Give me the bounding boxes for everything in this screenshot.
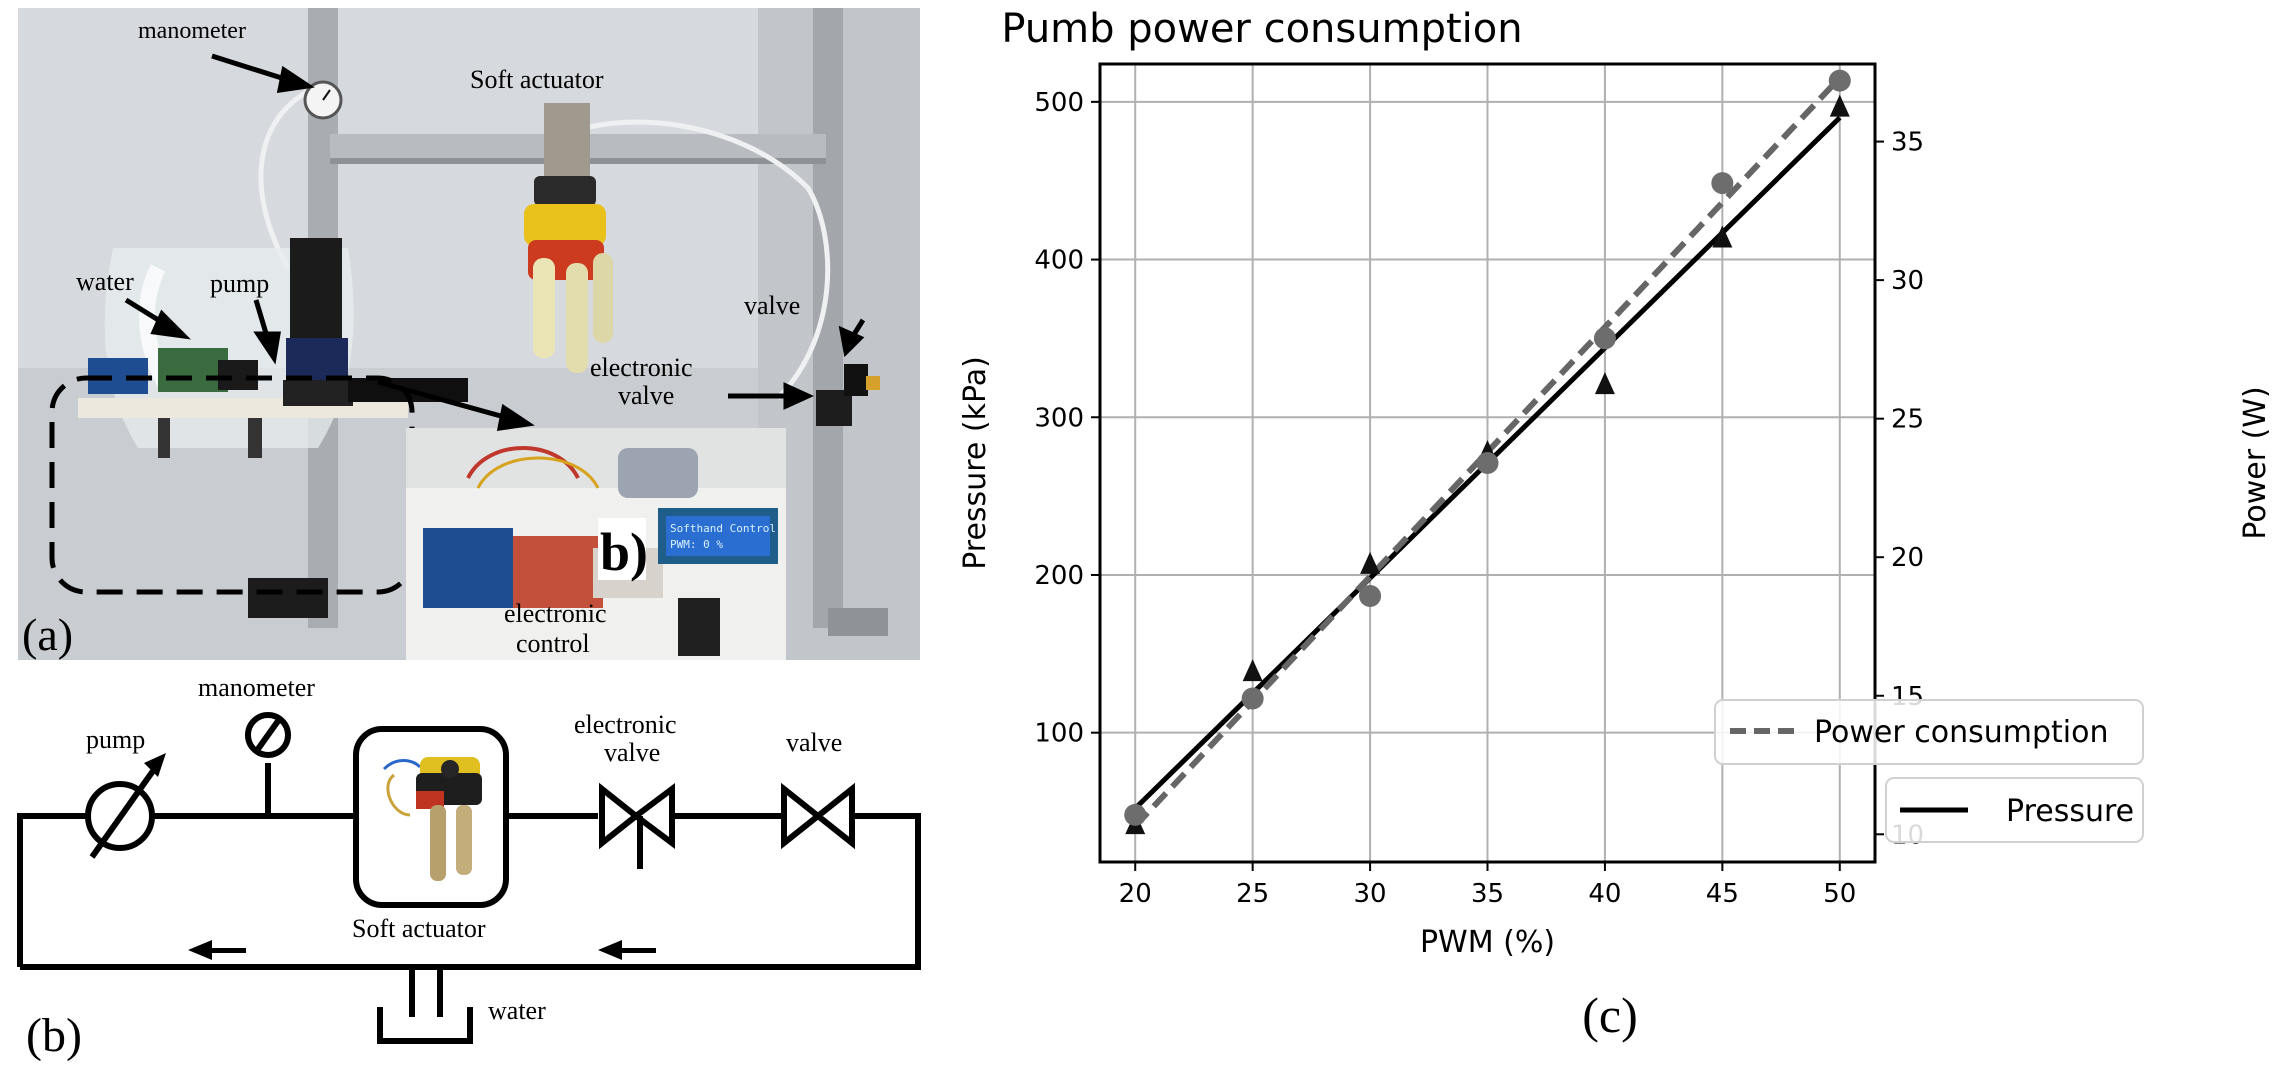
actuator-finger [533,258,555,358]
label-pump: pump [210,269,269,298]
y-right-tick-label: 20 [1891,543,1924,573]
y-right-tick-label: 25 [1891,405,1924,435]
schematic-label-manometer: manometer [198,673,315,702]
x-tick-label: 25 [1236,879,1269,909]
y-right-tick-label: 35 [1891,128,1924,158]
pump-symbol [85,781,155,851]
legend-power: Power consumption [1714,699,2144,765]
y-axis-left-label: Pressure (kPa) [958,356,993,570]
legend-pressure-label: Pressure [2006,794,2134,829]
label-water: water [76,267,134,296]
x-tick-label: 45 [1706,879,1739,909]
legend-power-label: Power consumption [1814,715,2108,750]
schematic-label-electronic-valve-1: electronic [574,710,677,739]
label-electronic-control-1: electronic [504,599,607,628]
x-tick-label: 40 [1588,879,1621,909]
label-valve: valve [744,291,800,320]
actuator-finger [593,253,613,343]
pressure-marker [1594,372,1615,395]
label-electronic-control-2: control [516,629,590,658]
setup-photo: Softhand Control PWM: 0 % b) manometer S… [18,8,920,660]
schematic-label-valve: valve [786,728,842,757]
power-marker [1828,69,1851,92]
schematic-label-soft-actuator: Soft actuator [352,914,486,943]
actuator-yellow-ring [524,204,606,246]
power-marker [1241,687,1264,710]
valve-body [866,376,880,390]
inset-label: b) [600,522,648,582]
actuator-box [353,726,509,908]
x-tick-label: 30 [1354,879,1387,909]
water-tank [377,1007,473,1044]
setup-photo-drawing: Softhand Control PWM: 0 % b) manometer S… [18,8,920,660]
lcd-line-2: PWM: 0 % [670,538,723,551]
pressure-marker [1829,94,1850,117]
power-marker [1124,803,1147,826]
actuator-finger [566,263,588,373]
panel-c-label: (c) [1582,987,1638,1043]
label-electronic-valve-1: electronic [590,353,693,382]
label-electronic-valve-2: valve [618,381,674,410]
panel-a-label: (a) [22,609,73,660]
y-left-tick-label: 100 [1034,719,1084,749]
schematic-label-electronic-valve-2: valve [604,738,660,767]
pipe-return [20,813,921,970]
x-tick-label: 20 [1119,879,1152,909]
pipe-left [17,813,90,967]
schematic-label-pump: pump [86,725,145,754]
chart-grid [1100,64,1875,862]
power-marker [1359,585,1382,607]
pressure-marker [1360,551,1381,574]
x-tick-label: 35 [1471,879,1504,909]
circuit-schematic: pump manometer electronic valve valve So… [17,673,921,1062]
schematic-label-water: water [488,996,546,1025]
y-left-tick-label: 500 [1034,88,1084,118]
power-marker [1593,327,1616,350]
lcd-line-1: Softhand Control [670,522,776,535]
electronic-valve-symbol [599,782,641,850]
chart-markers [1124,69,1851,835]
valve-symbol [781,782,823,850]
power-marker [1476,452,1499,474]
x-tick-label: 50 [1823,879,1856,909]
pump-body [290,238,342,348]
x-axis-label: PWM (%) [1420,925,1555,960]
pressure-marker [1712,225,1733,248]
pump-chart: Pumb power consumption 20 25 30 35 40 45 50 100… [958,6,2273,1043]
y-right-tick-label: 30 [1891,266,1924,296]
label-soft-actuator: Soft actuator [470,65,604,94]
annotation-arrows [124,53,866,431]
y-left-tick-label: 400 [1034,246,1084,276]
panel-b-label: (b) [26,1009,82,1062]
chart-title: Pumb power consumption [1001,6,1522,52]
y-left-tick-label: 300 [1034,403,1084,433]
actuator-miniature [382,757,482,881]
frame-post-right [813,8,843,628]
legend-pressure: Pressure [1885,777,2144,843]
label-manometer: manometer [138,18,246,44]
inset-label-box [598,518,646,580]
flow-arrows [188,940,656,960]
manometer-symbol [245,712,291,758]
pressure-marker [1242,659,1263,682]
chart-ticks: 2025303540455010020030040050010152025303… [1034,88,1924,909]
y-axis-right-label: Power (W) [2238,386,2273,539]
y-left-tick-label: 200 [1034,561,1084,591]
power-marker [1711,172,1734,195]
